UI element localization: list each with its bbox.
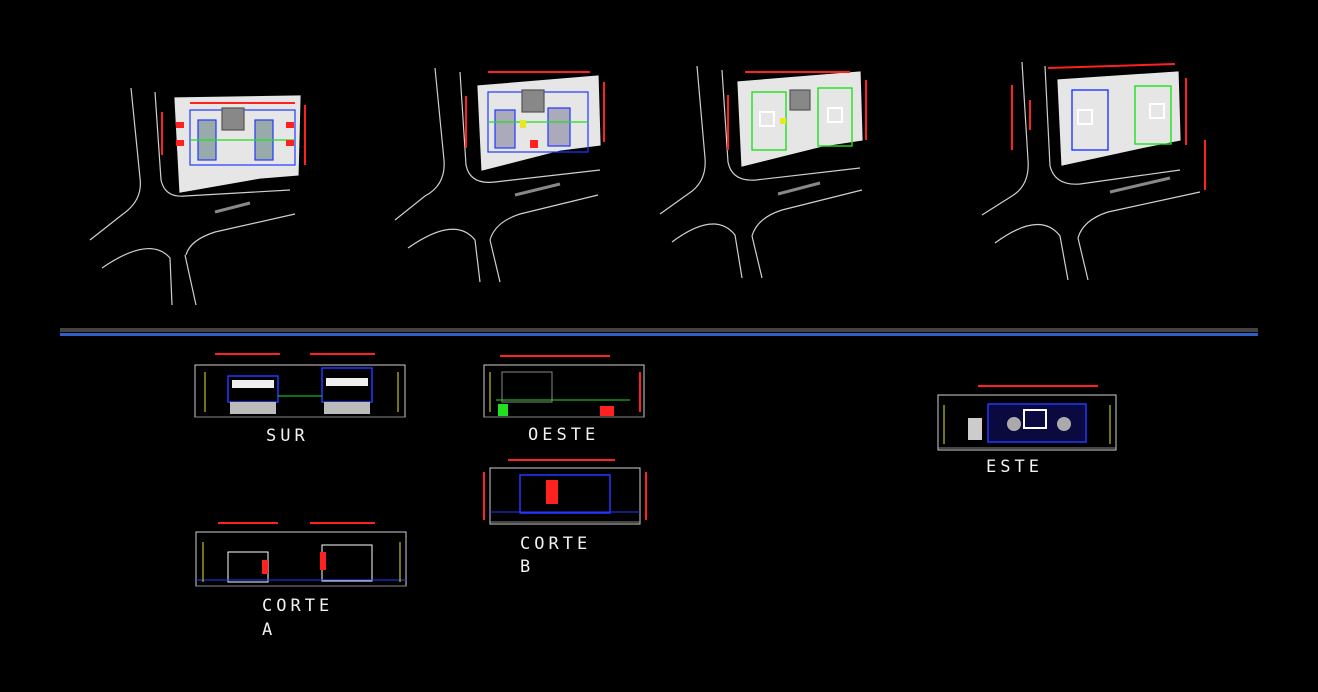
label-oeste: OESTE [528, 425, 600, 445]
label-corte-a-line2: A [262, 620, 277, 640]
site-plan-4[interactable] [981, 61, 1206, 281]
site-plan-2[interactable] [394, 67, 605, 283]
label-corte-a-line1: CORTE [262, 596, 334, 616]
label-corte-b-line2: B [520, 557, 535, 577]
elevation-oeste[interactable] [483, 355, 645, 418]
label-corte-b-line1: CORTE [520, 534, 592, 554]
site-plan-1[interactable] [89, 87, 306, 306]
sheet-divider [60, 328, 1258, 336]
section-corte-b[interactable] [483, 459, 647, 525]
elevation-este[interactable] [937, 385, 1117, 451]
label-sur: SUR [266, 426, 309, 446]
label-este: ESTE [986, 457, 1043, 477]
elevation-sur[interactable] [194, 353, 406, 418]
site-plan-3[interactable] [659, 65, 867, 279]
section-corte-a[interactable] [195, 522, 407, 587]
